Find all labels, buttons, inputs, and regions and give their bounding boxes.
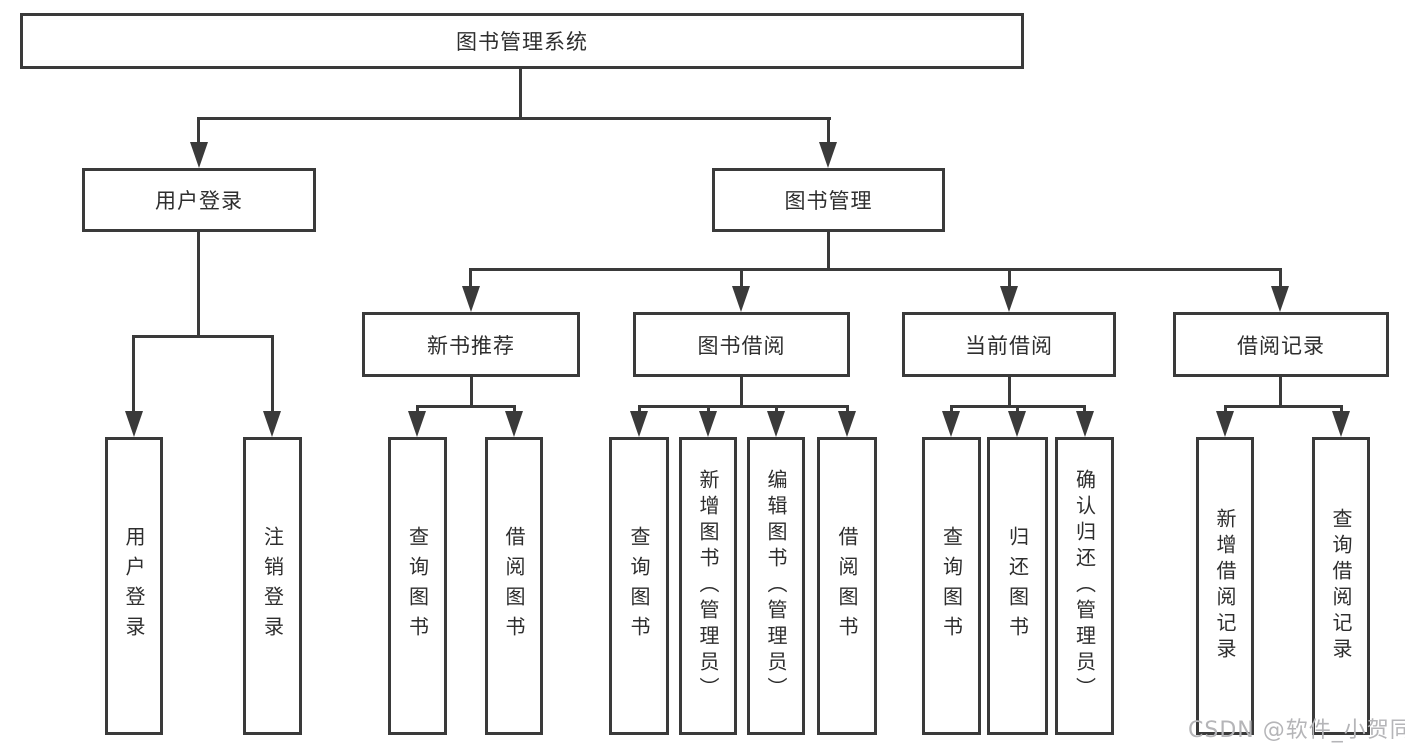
node-library-management-system: 图书管理系统 <box>20 13 1024 69</box>
connector-user-child1-stem <box>132 335 135 413</box>
node-leaf-confirm-return-admin: 确认归还（管理员） <box>1055 437 1114 735</box>
connector-current-stem <box>1008 268 1011 288</box>
arrow-to-borrow-query-leaf <box>630 411 648 437</box>
arrow-to-current-borrow <box>1000 286 1018 312</box>
node-leaf-recommend-query-books: 查询图书 <box>388 437 447 735</box>
connector-current-branch-stem <box>1008 376 1011 407</box>
connector-current-child2-stub <box>1016 405 1019 414</box>
connector-recommend-branch-stem <box>470 376 473 407</box>
node-leaf-query-borrow-record: 查询借阅记录 <box>1312 437 1370 735</box>
connector-recommend-stem <box>469 268 472 288</box>
node-user-login: 用户登录 <box>82 168 316 232</box>
arrow-to-recommend-borrow-leaf <box>505 411 523 437</box>
arrow-to-current-query-leaf <box>942 411 960 437</box>
connector-root-stem <box>519 69 522 119</box>
connector-borrow-child1-stub <box>638 405 641 414</box>
node-leaf-edit-books-admin: 编辑图书（管理员） <box>747 437 805 735</box>
connector-user-login-stem <box>197 117 200 144</box>
node-borrow-records: 借阅记录 <box>1173 312 1389 377</box>
arrow-to-new-book-recommend <box>462 286 480 312</box>
connector-recommend-child2-stub <box>513 405 516 414</box>
connector-level1-hline <box>197 117 831 120</box>
connector-user-child2-stem <box>271 335 274 413</box>
connector-mgmt-down-stem <box>827 232 830 270</box>
node-book-borrow: 图书借阅 <box>633 312 850 377</box>
node-new-book-recommend: 新书推荐 <box>362 312 580 377</box>
arrow-to-user-login <box>190 142 208 168</box>
connector-records-children-hline <box>1224 405 1342 408</box>
arrow-to-book-management <box>819 142 837 168</box>
connector-recommend-child1-stub <box>416 405 419 414</box>
arrow-to-user-login-leaf <box>125 411 143 437</box>
connector-level3-hline <box>470 268 1281 271</box>
arrow-to-logout-leaf <box>263 411 281 437</box>
connector-records-child2-stub <box>1340 405 1343 414</box>
arrow-to-recommend-query-leaf <box>408 411 426 437</box>
connector-borrow-child2-stub <box>707 405 710 414</box>
arrow-to-borrow-records <box>1271 286 1289 312</box>
connector-records-child1-stub <box>1224 405 1227 414</box>
connector-current-child1-stub <box>950 405 953 414</box>
node-leaf-borrow-query-books: 查询图书 <box>609 437 669 735</box>
node-leaf-borrow-books: 借阅图书 <box>817 437 877 735</box>
connector-records-branch-stem <box>1279 376 1282 407</box>
connector-recommend-children-hline <box>416 405 516 408</box>
node-leaf-current-query-books: 查询图书 <box>922 437 981 735</box>
connector-user-branch-stem <box>197 232 200 337</box>
node-leaf-logout: 注销登录 <box>243 437 302 735</box>
arrow-to-records-add-leaf <box>1216 411 1234 437</box>
arrow-to-borrow-borrow-leaf <box>838 411 856 437</box>
arrow-to-records-query-leaf <box>1332 411 1350 437</box>
arrow-to-book-borrow <box>732 286 750 312</box>
node-leaf-return-books: 归还图书 <box>987 437 1048 735</box>
connector-borrow-child3-stub <box>775 405 778 414</box>
node-leaf-recommend-borrow-books: 借阅图书 <box>485 437 543 735</box>
arrow-to-borrow-edit-leaf <box>767 411 785 437</box>
csdn-watermark: CSDN @软件_小贺同学 <box>1188 718 1405 743</box>
node-leaf-add-borrow-record: 新增借阅记录 <box>1196 437 1254 735</box>
connector-borrow-child4-stub <box>846 405 849 414</box>
connector-borrow-stem <box>740 268 743 288</box>
connector-current-child3-stub <box>1083 405 1086 414</box>
connector-borrow-branch-stem <box>740 376 743 407</box>
arrow-to-current-return-leaf <box>1008 411 1026 437</box>
connector-user-children-hline <box>132 335 274 338</box>
node-leaf-add-books-admin: 新增图书（管理员） <box>679 437 737 735</box>
arrow-to-borrow-add-leaf <box>699 411 717 437</box>
node-current-borrow: 当前借阅 <box>902 312 1116 377</box>
arrow-to-current-confirm-leaf <box>1076 411 1094 437</box>
connector-borrow-children-hline <box>638 405 849 408</box>
node-book-management: 图书管理 <box>712 168 945 232</box>
connector-book-management-stem <box>827 117 830 144</box>
connector-records-stem <box>1279 268 1282 288</box>
node-leaf-user-login: 用户登录 <box>105 437 163 735</box>
